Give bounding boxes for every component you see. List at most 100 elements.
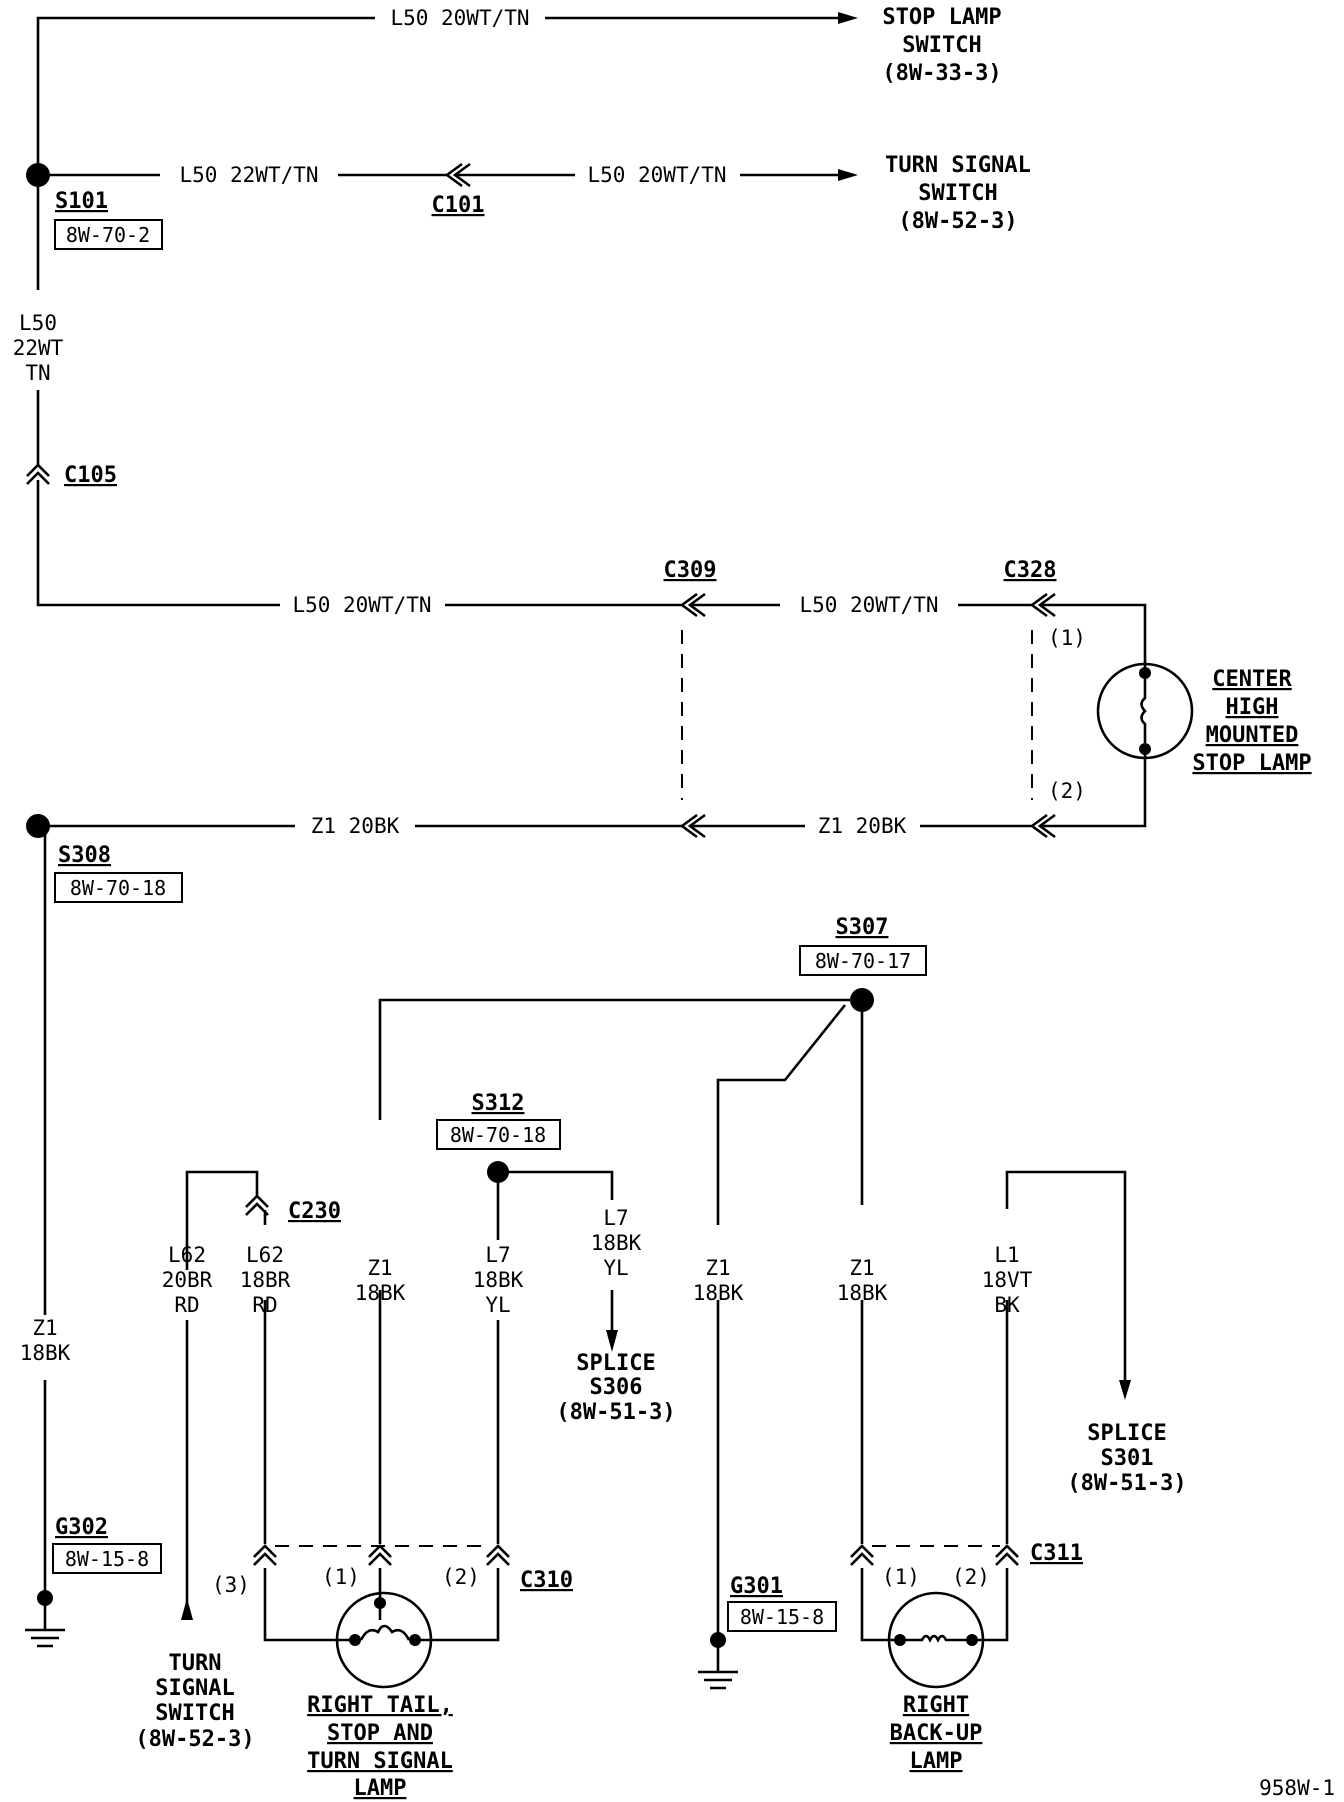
wire-label-c309-c328: L50 20WT/TN bbox=[799, 593, 938, 617]
component-labels: CENTER HIGH MOUNTED STOP LAMP RIGHT TAIL… bbox=[307, 667, 1311, 1801]
connector-c311-pin2-symbol[interactable] bbox=[995, 1544, 1019, 1566]
backup-lamp-label-2: BACK-UP bbox=[890, 1721, 983, 1746]
wire-label-l7-splice-1: L7 bbox=[603, 1206, 628, 1230]
connector-dashes bbox=[275, 630, 1033, 1547]
wire-label-s308-2: 18BK bbox=[20, 1341, 71, 1365]
connector-c310-pin3-symbol[interactable] bbox=[253, 1544, 277, 1566]
connector-c101-symbol[interactable] bbox=[444, 162, 471, 188]
stop-lamp-switch-3: (8W-33-3) bbox=[882, 61, 1001, 86]
splice-s312-dot[interactable] bbox=[487, 1161, 509, 1183]
connector-c328-bottom-symbol[interactable] bbox=[1029, 813, 1056, 839]
wire-label-z1-tail-2: 18BK bbox=[355, 1281, 406, 1305]
splice-s308-dot[interactable] bbox=[26, 814, 50, 838]
splice-s307-ref: 8W-70-17 bbox=[815, 949, 911, 973]
wire-label-vert-3: TN bbox=[25, 361, 50, 385]
splice-s308-id: S308 bbox=[58, 843, 111, 868]
splice-s301-3: (8W-51-3) bbox=[1067, 1471, 1186, 1496]
arrow-turn-signal-switch-icon bbox=[838, 169, 858, 181]
wire-label-l62b-1: L62 bbox=[246, 1243, 284, 1267]
chmsl-lamp-icon[interactable] bbox=[1096, 662, 1194, 760]
splice-s301-2: S301 bbox=[1101, 1446, 1154, 1471]
connector-c310-pin2-symbol[interactable] bbox=[486, 1544, 510, 1566]
s307-ref-box bbox=[799, 945, 927, 976]
connector-c310-pin1-symbol[interactable] bbox=[368, 1544, 392, 1566]
turn-signal-switch-top-3: (8W-52-3) bbox=[898, 209, 1017, 234]
connector-c310-label: C310 bbox=[520, 1568, 573, 1593]
s312-ref-box bbox=[436, 1119, 561, 1150]
pin-c311-1: (1) bbox=[882, 1565, 920, 1589]
pin-c311-2: (2) bbox=[952, 1565, 990, 1589]
splice-s306-3: (8W-51-3) bbox=[556, 1400, 675, 1425]
wire-label-l62b-3: RD bbox=[252, 1293, 277, 1317]
arrow-splice-s306-icon bbox=[606, 1330, 618, 1352]
pin-labels: (1) (2) (3) (1) (2) (1) (2) bbox=[212, 626, 1086, 1597]
wire-label-l1-3: BK bbox=[994, 1293, 1020, 1317]
tail-lamp-icon[interactable] bbox=[335, 1591, 433, 1689]
wire-label-l7-splice-2: 18BK bbox=[591, 1231, 642, 1255]
wire-label-c101-right: L50 20WT/TN bbox=[587, 163, 726, 187]
splice-s307-id: S307 bbox=[836, 915, 889, 940]
wire-label-l1-1: L1 bbox=[994, 1243, 1019, 1267]
stop-lamp-switch-1: STOP LAMP bbox=[882, 5, 1001, 30]
connector-c311-label: C311 bbox=[1030, 1541, 1083, 1566]
wire-label-z1-g301-2: 18BK bbox=[693, 1281, 744, 1305]
splice-s306-1: SPLICE bbox=[576, 1351, 655, 1376]
wire-labels: L50 20WT/TN L50 22WT/TN L50 20WT/TN L50 … bbox=[13, 6, 1033, 1365]
connector-c309-top-symbol[interactable] bbox=[679, 592, 706, 618]
wire-label-top: L50 20WT/TN bbox=[390, 6, 529, 30]
chmsl-label-1: CENTER bbox=[1212, 667, 1292, 692]
wire-label-l62a-1: L62 bbox=[168, 1243, 206, 1267]
pin-c328-2: (2) bbox=[1048, 779, 1086, 803]
turn-signal-switch-top-2: SWITCH bbox=[918, 181, 997, 206]
splice-s312-ref: 8W-70-18 bbox=[450, 1123, 546, 1147]
tail-lamp-label-2: STOP AND bbox=[327, 1721, 433, 1746]
wire-label-z1-tail-1: Z1 bbox=[367, 1256, 392, 1280]
ground-g301-id: G301 bbox=[730, 1574, 783, 1599]
turn-signal-switch-bottom-2: SIGNAL bbox=[155, 1676, 234, 1701]
backup-lamp-icon[interactable] bbox=[887, 1591, 985, 1689]
connector-c309-bottom-symbol[interactable] bbox=[679, 813, 706, 839]
splice-s101-dot[interactable] bbox=[26, 163, 50, 187]
splice-s101-ref: 8W-70-2 bbox=[66, 223, 150, 247]
wire-label-c309-left: L50 20WT/TN bbox=[292, 593, 431, 617]
turn-signal-switch-top-1: TURN SIGNAL bbox=[885, 153, 1031, 178]
chmsl-label-2: HIGH bbox=[1226, 695, 1279, 720]
wire-label-l7-tail-2: 18BK bbox=[473, 1268, 524, 1292]
tail-lamp-label-1: RIGHT TAIL, bbox=[307, 1693, 453, 1718]
ground-labels: G302 8W-15-8 G301 8W-15-8 bbox=[55, 1515, 824, 1629]
connector-c311-pin1-symbol[interactable] bbox=[850, 1544, 874, 1566]
connector-c105-symbol[interactable] bbox=[26, 463, 50, 485]
splice-s307-dot[interactable] bbox=[850, 988, 874, 1012]
connector-c105-label: C105 bbox=[64, 463, 117, 488]
g302-ref-box bbox=[52, 1543, 162, 1574]
connector-c309-label: C309 bbox=[664, 558, 717, 583]
splice-s312-id: S312 bbox=[472, 1091, 525, 1116]
connector-c230-symbol[interactable] bbox=[245, 1194, 269, 1216]
ground-g301-icon bbox=[698, 1640, 738, 1690]
backup-lamp-label-1: RIGHT bbox=[903, 1693, 969, 1718]
s101-ref-box bbox=[54, 219, 163, 250]
wire-label-vert-1: L50 bbox=[19, 311, 57, 335]
ground-g302-dot bbox=[37, 1590, 53, 1606]
splice-labels: S101 8W-70-2 S308 8W-70-18 S307 8W-70-17… bbox=[55, 189, 911, 1147]
s308-ref-box bbox=[54, 872, 183, 903]
wire-label-z1-right: Z1 20BK bbox=[818, 814, 907, 838]
chmsl-label-3: MOUNTED bbox=[1206, 723, 1299, 748]
wire-label-l7-splice-3: YL bbox=[603, 1256, 628, 1280]
connector-c101-label: C101 bbox=[432, 193, 485, 218]
pin-c328-1: (1) bbox=[1048, 626, 1086, 650]
backup-lamp-label-3: LAMP bbox=[910, 1749, 963, 1774]
wire-lines bbox=[36, 16, 1147, 1642]
splice-s301-1: SPLICE bbox=[1087, 1421, 1166, 1446]
pin-c310-3: (3) bbox=[212, 1573, 250, 1597]
turn-signal-switch-bottom-3: SWITCH bbox=[155, 1701, 234, 1726]
wire-label-l1-2: 18VT bbox=[982, 1268, 1033, 1292]
wire-label-z1-g301-1: Z1 bbox=[705, 1256, 730, 1280]
connector-c328-top-symbol[interactable] bbox=[1029, 592, 1056, 618]
ground-g302-ref: 8W-15-8 bbox=[65, 1547, 149, 1571]
ground-g301-ref: 8W-15-8 bbox=[740, 1605, 824, 1629]
destination-labels: STOP LAMP SWITCH (8W-33-3) TURN SIGNAL S… bbox=[135, 5, 1186, 1752]
wire-label-z1-left: Z1 20BK bbox=[311, 814, 400, 838]
connector-c230-label: C230 bbox=[288, 1199, 341, 1224]
